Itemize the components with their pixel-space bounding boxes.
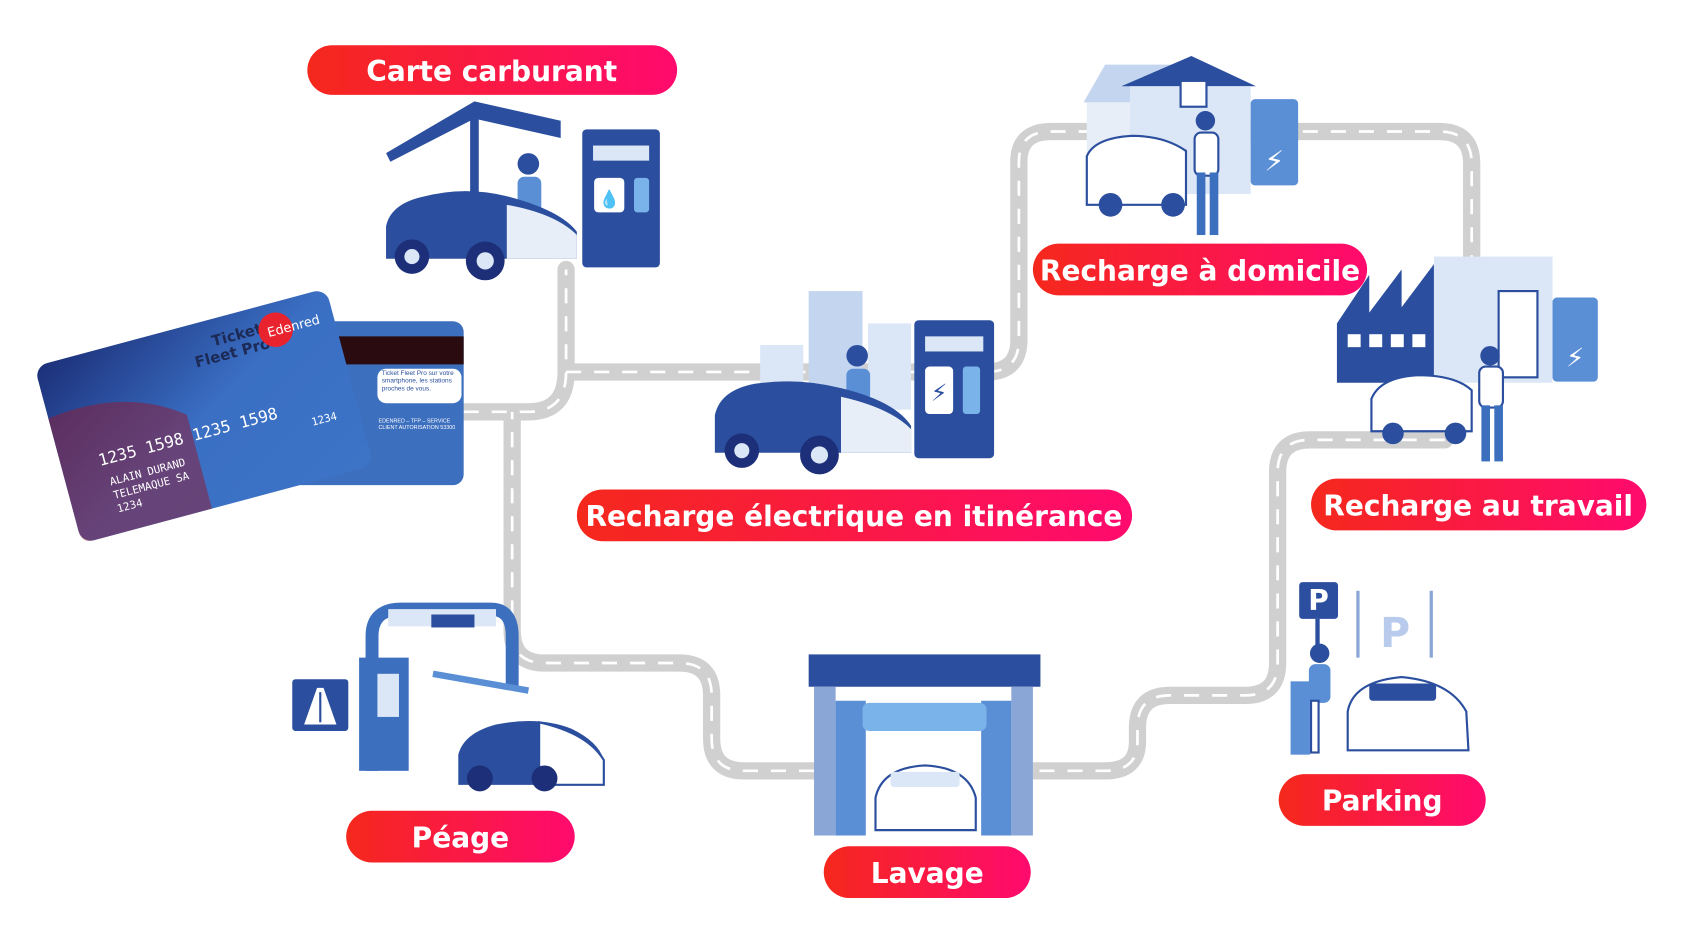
card-code-right: 1234 [310, 409, 338, 428]
lightning-icon: ⚡ [1265, 144, 1285, 177]
label-toll: Péage [346, 810, 575, 863]
home-charging-illustration: ⚡ [1083, 56, 1299, 236]
label-text: Recharge à domicile [1040, 254, 1360, 287]
label-text: Parking [1322, 785, 1443, 818]
parking-ground-sign: P [1380, 609, 1410, 657]
card-code: 1234 [116, 496, 144, 515]
card-back-address: EDENRED – TFP – SERVICE CLIENT AUTORISAT… [378, 418, 456, 432]
road [455, 122, 1481, 780]
fuel-card-illustration: Ticket Fleet Pro Edenred 1235 1598 1235 … [37, 291, 464, 541]
roaming-charging-illustration: ⚡ [714, 291, 995, 475]
car-wash-illustration [808, 654, 1041, 836]
label-parking: Parking [1278, 774, 1486, 826]
work-charging-illustration: ⚡ [1336, 256, 1598, 462]
label-text: Lavage [871, 857, 984, 890]
card-back-text: Ticket Fleet Pro sur votre smartphone, l… [381, 370, 454, 393]
label-home-charging: Recharge à domicile [1032, 243, 1368, 296]
label-work-charging: Recharge au travail [1311, 478, 1647, 531]
label-text: Péage [412, 821, 510, 854]
label-car-wash: Lavage [823, 846, 1031, 899]
label-text: Recharge au travail [1323, 489, 1633, 522]
fuel-station-illustration: 💧 [386, 101, 660, 281]
car-icon [386, 191, 577, 281]
label-roaming-charging: Recharge électrique en itinérance [576, 489, 1133, 542]
label-text: Recharge électrique en itinérance [585, 500, 1122, 533]
lightning-icon: ⚡ [1566, 344, 1584, 374]
label-text: Carte carburant [366, 55, 617, 88]
parking-illustration: P P [1290, 582, 1470, 755]
toll-illustration [292, 602, 605, 792]
parking-sign: P [1308, 584, 1329, 617]
label-fuel-card: Carte carburant [307, 45, 678, 95]
fuel-drop-icon: 💧 [598, 189, 619, 210]
lightning-icon: ⚡ [931, 379, 948, 407]
